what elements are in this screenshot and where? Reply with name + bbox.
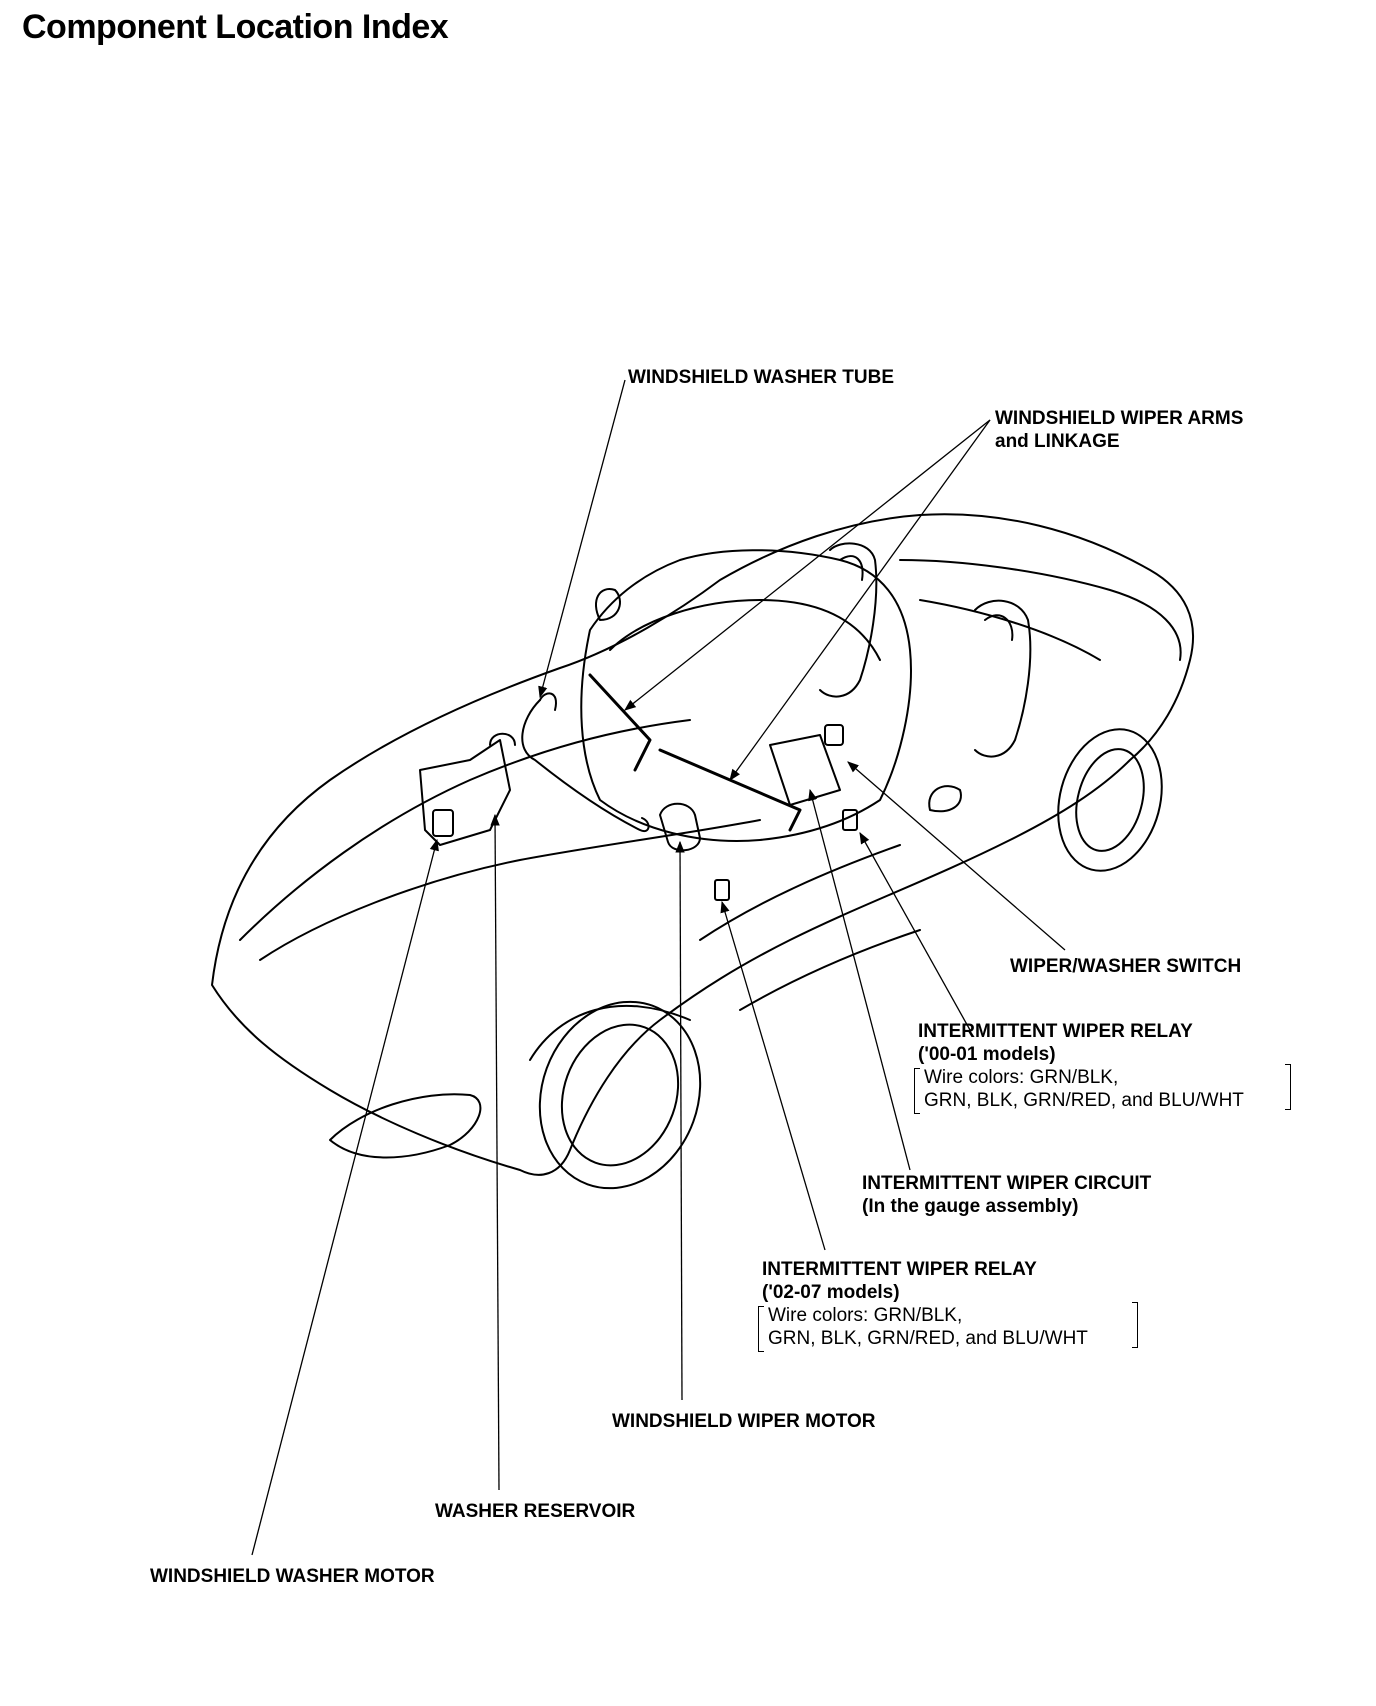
washer-reservoir [419, 739, 511, 846]
wiper-switch [824, 724, 844, 746]
car-body-outline [211, 513, 1195, 1176]
rear-wheel [1057, 728, 1163, 872]
leader-washer-motor [251, 838, 439, 1556]
wiper-motor [659, 802, 701, 852]
relay-early-bracket-right [1285, 1064, 1291, 1110]
seat-left [819, 542, 878, 698]
label-relay-early: INTERMITTENT WIPER RELAY ('00-01 models)… [918, 1021, 1244, 1111]
leader-wiper-arm-right [729, 419, 991, 781]
label-wiper-arms: WINDSHIELD WIPER ARMS and LINKAGE [995, 407, 1243, 453]
washer-motor [432, 809, 454, 837]
windshield-frame [580, 549, 912, 842]
leader-relay-late [720, 900, 826, 1251]
label-washer-tube: WINDSHIELD WASHER TUBE [628, 367, 894, 388]
wiper-arms-line1: WINDSHIELD WIPER ARMS [995, 408, 1244, 429]
label-washer-motor: WINDSHIELD WASHER MOTOR [150, 1566, 435, 1587]
relay-late [714, 879, 730, 901]
wiper-arms-line2: and LINKAGE [995, 431, 1120, 452]
relay-late-bracket-left [758, 1306, 764, 1352]
leader-switch [847, 761, 1066, 951]
label-wiper-circuit: INTERMITTENT WIPER CIRCUIT (In the gauge… [862, 1173, 1152, 1217]
leader-wiper-motor [675, 840, 685, 1401]
wiper-arm-left [588, 673, 652, 772]
relay-early [842, 809, 858, 831]
label-relay-late: INTERMITTENT WIPER RELAY ('02-07 models)… [762, 1259, 1088, 1349]
gauge-assembly [769, 734, 841, 806]
mirror-right [928, 785, 962, 813]
leader-wiper-arm-left [624, 419, 991, 711]
washer-tube [521, 699, 650, 833]
leader-relay-early [859, 831, 971, 1031]
front-wheel [538, 1000, 702, 1190]
label-wiper-motor: WINDSHIELD WIPER MOTOR [612, 1411, 876, 1432]
seat-right [974, 599, 1032, 758]
page-title: Component Location Index [22, 8, 449, 46]
label-washer-reservoir: WASHER RESERVOIR [435, 1501, 636, 1522]
leader-washer-tube [538, 379, 626, 699]
mirror-left [595, 588, 621, 621]
label-wiper-washer-switch: WIPER/WASHER SWITCH [1010, 956, 1242, 977]
leader-circuit [808, 788, 911, 1171]
headlight [329, 1093, 482, 1159]
relay-late-bracket-right [1132, 1302, 1138, 1348]
leader-reservoir [490, 813, 500, 1491]
wiper-arm-right [658, 748, 802, 832]
relay-early-bracket-left [914, 1068, 920, 1114]
